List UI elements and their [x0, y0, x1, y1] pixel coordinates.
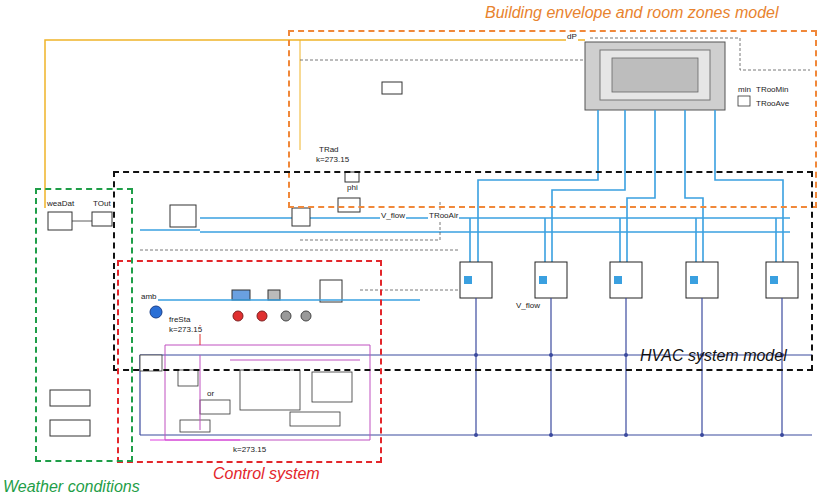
region-title: Control system	[213, 465, 320, 483]
building-region: Building envelope and room zones model	[288, 30, 817, 208]
component-label: TOut	[92, 200, 112, 208]
control-region: Control system	[117, 260, 382, 463]
component-label: weaDat	[46, 200, 75, 208]
component-label: k=273.15	[168, 326, 203, 334]
component-label: amb	[140, 293, 158, 301]
component-label: or	[206, 390, 215, 398]
component-label: V_flow	[515, 302, 541, 310]
dashed-outline	[35, 188, 133, 462]
region-title: HVAC system model	[640, 347, 787, 365]
component-label: k=273.15	[315, 156, 350, 164]
component-label: phi	[346, 184, 359, 192]
component-label: TRooMin	[755, 86, 789, 94]
component-label: min	[737, 86, 752, 94]
region-title: Weather conditions	[3, 478, 140, 496]
dashed-outline	[288, 30, 817, 208]
weather-region: Weather conditions	[35, 188, 133, 462]
hvac-region: HVAC system model	[113, 171, 813, 371]
component-label: TRooAir	[428, 212, 459, 220]
component-label: dP	[566, 33, 578, 41]
component-label: V_flow	[380, 212, 406, 220]
component-label: TRooAve	[755, 100, 790, 108]
region-title: Building envelope and room zones model	[485, 4, 779, 22]
dashed-outline	[113, 171, 813, 371]
component-label: k=273.15	[232, 446, 267, 454]
component-label: TRad	[318, 146, 340, 154]
dashed-outline	[117, 260, 382, 463]
component-label: freSta	[168, 316, 191, 324]
